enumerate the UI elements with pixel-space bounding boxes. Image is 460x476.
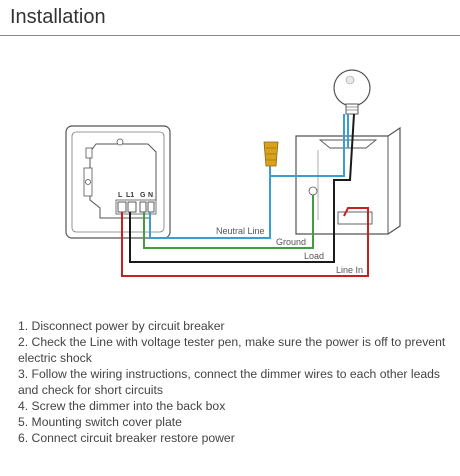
terminal-l-label: L [118, 192, 123, 199]
ground-wire [143, 195, 314, 249]
wire-connector-icon [263, 141, 279, 167]
line-in-label: Line In [336, 265, 363, 275]
step-item: 3. Follow the wiring instructions, conne… [18, 367, 441, 397]
load-label: Load [304, 251, 324, 261]
ground-label: Ground [276, 237, 306, 247]
light-bulb-icon [333, 69, 371, 115]
step-item: 2. Check the Line with voltage tester pe… [18, 335, 446, 365]
title-divider [0, 35, 460, 36]
step-item: 4. Screw the dimmer into the back box [18, 399, 226, 413]
load-wire [129, 113, 355, 263]
wiring-diagram: L L1 G N [65, 69, 401, 277]
step-item: 6. Connect circuit breaker restore power [18, 431, 235, 445]
step-item: 5. Mounting switch cover plate [18, 415, 182, 429]
neutral-line-label: Neutral Line [216, 226, 265, 236]
dimmer-switch [65, 125, 171, 239]
installation-steps: 1. Disconnect power by circuit breaker 2… [18, 318, 454, 446]
line-in-wire [121, 207, 369, 277]
neutral-wire [149, 114, 349, 239]
page-title: Installation [10, 6, 106, 28]
terminal-l1-label: L1 [126, 192, 134, 199]
ground-screw-icon [308, 186, 318, 196]
terminal-g-label: G [140, 192, 146, 199]
step-item: 1. Disconnect power by circuit breaker [18, 319, 225, 333]
terminal-n-label: N [148, 192, 153, 199]
